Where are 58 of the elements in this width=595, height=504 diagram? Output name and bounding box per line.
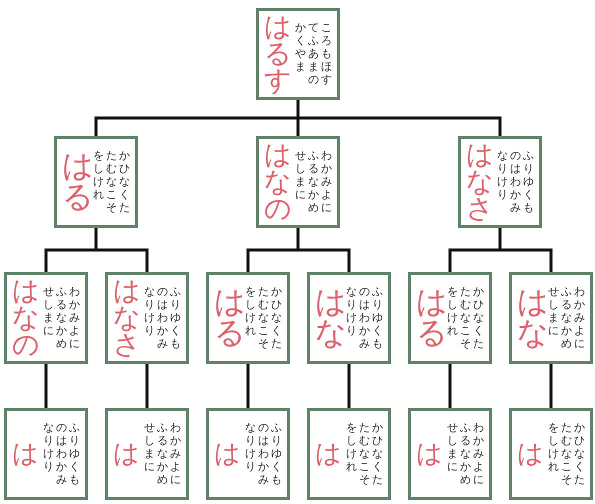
overlay-text: は xyxy=(315,441,341,467)
connector-line xyxy=(246,364,250,408)
poem-text: わかみよにふるなかめせしまに xyxy=(548,285,585,351)
card-box xyxy=(509,272,593,364)
overlay-text: はる xyxy=(416,287,447,349)
poem-text: わかみよにふるなかめせしまに xyxy=(295,149,332,215)
connector-line xyxy=(44,364,48,408)
overlay-text: は xyxy=(416,441,442,467)
overlay-text: は xyxy=(12,441,38,467)
connector-line xyxy=(296,228,350,272)
overlay-text: はな xyxy=(517,287,548,349)
overlay-text: はる xyxy=(214,287,245,349)
overlay-text: は xyxy=(517,441,543,467)
card-box xyxy=(256,8,340,100)
connector-line xyxy=(348,364,350,408)
card-box xyxy=(408,408,492,500)
poem-text: かひなくたたむなこそをしけれ xyxy=(548,421,585,487)
card-box xyxy=(4,408,88,500)
card-box xyxy=(206,408,290,500)
card-box xyxy=(509,408,593,500)
connector-line xyxy=(94,228,148,272)
overlay-text: は xyxy=(113,441,139,467)
poem-text: かひなくたたむなこそをしけれ xyxy=(245,285,282,351)
poem-text: わかみよにふるなかめせしまに xyxy=(43,285,80,351)
connector-line xyxy=(448,364,452,408)
poem-text: かひなくたたむなこそをしけれ xyxy=(93,149,130,215)
poem-text: ふりゆくものはわかみなりけり xyxy=(245,421,282,487)
poem-text: かひなくたたむなこそをしけれ xyxy=(346,421,383,487)
overlay-text: は xyxy=(214,441,240,467)
connector-line xyxy=(550,364,552,408)
poem-text: ふりゆくものはわかみなりけり xyxy=(43,421,80,487)
card-box xyxy=(54,136,138,228)
poem-text: ふりゆくものはわかみなりけり xyxy=(497,149,534,215)
overlay-text: はなさ xyxy=(466,142,493,222)
card-box xyxy=(105,272,189,364)
poem-text: かひなくたたむなこそをしけれ xyxy=(447,285,484,351)
card-box xyxy=(206,272,290,364)
card-box xyxy=(4,272,88,364)
card-box xyxy=(307,272,391,364)
poem-text: ふりゆくものはわかみなりけり xyxy=(346,285,383,351)
card-box xyxy=(256,136,340,228)
card-box xyxy=(408,272,492,364)
poem-text: わかみよにふるなかめせしまに xyxy=(144,421,181,487)
card-box xyxy=(458,136,542,228)
overlay-text: はる xyxy=(62,151,93,213)
poem-text: わかみよにふるなかめせしまに xyxy=(447,421,484,487)
connector-line xyxy=(498,228,552,272)
overlay-text: はなの xyxy=(264,142,291,222)
card-box xyxy=(105,408,189,500)
overlay-text: はなさ xyxy=(113,278,140,358)
poem-text: ころもほすてふあまのかくやま xyxy=(295,21,332,87)
poem-text: ふりゆくものはわかみなりけり xyxy=(144,285,181,351)
connector-line xyxy=(146,364,148,408)
overlay-text: はなの xyxy=(12,278,39,358)
card-box xyxy=(307,408,391,500)
overlay-text: はな xyxy=(315,287,346,349)
overlay-text: はるす xyxy=(264,14,291,94)
connector-line xyxy=(296,100,502,136)
